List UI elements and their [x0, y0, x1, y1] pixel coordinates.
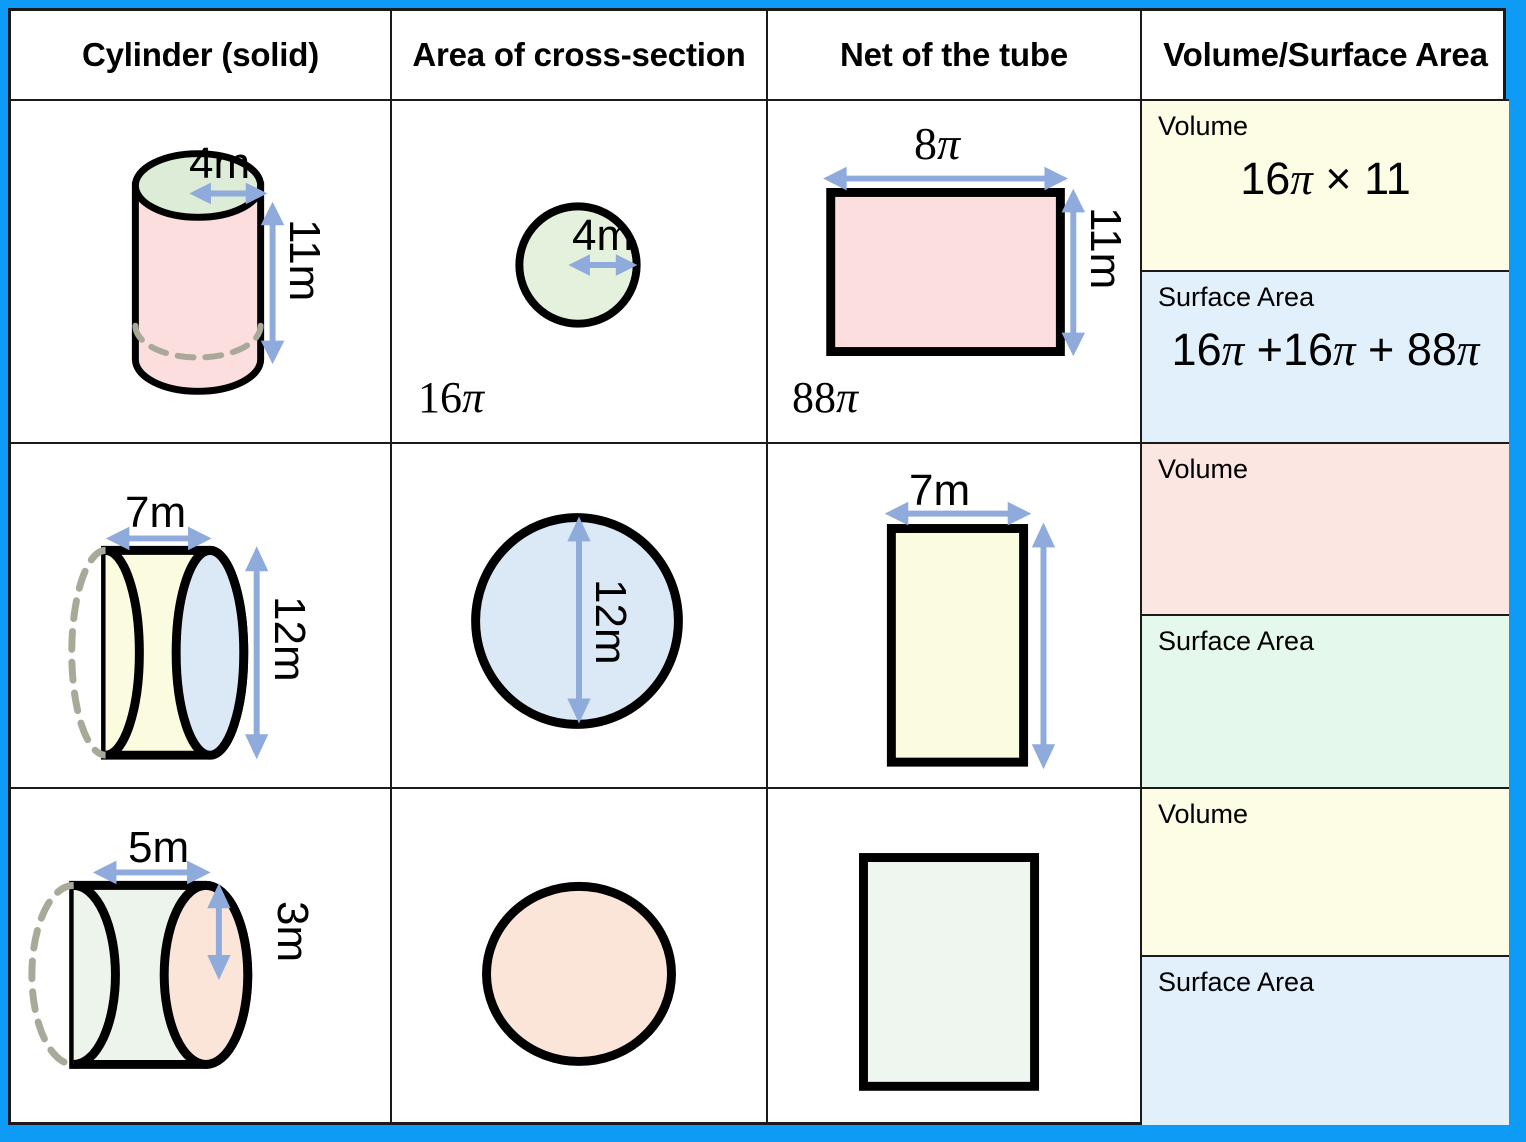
header-volume-surface-area: Volume/Surface Area	[1142, 11, 1509, 101]
volume-value: 16π × 11	[1240, 153, 1411, 204]
row-3-net-cell	[768, 789, 1142, 1125]
pi-symbol: π	[937, 118, 961, 169]
surface-area-label: Surface Area	[1158, 281, 1315, 312]
header-net-of-the-tube: Net of the tube	[768, 11, 1142, 101]
header-label: Net of the tube	[840, 36, 1068, 73]
row-2-volume-surface-cell: Volume Surface Area	[1142, 444, 1509, 789]
pi-symbol: π	[462, 373, 485, 422]
header-label: Area of cross-section	[412, 36, 746, 73]
cross-section-answer: 16π	[418, 373, 485, 422]
cross-section-radius-label: 4m	[572, 211, 634, 260]
net-rectangle-diagram	[768, 101, 1140, 442]
volume-box[interactable]: Volume	[1142, 444, 1509, 616]
row-1-volume-surface-cell: Volume 16π × 11 Surface Area 16π +16π + …	[1142, 101, 1509, 444]
volume-label: Volume	[1158, 799, 1249, 829]
row-3-cylinder-cell: 5m 3m	[11, 789, 392, 1125]
cylinder-width-label: 5m	[128, 823, 190, 872]
row-1-cylinder-cell: 4m 11m	[11, 101, 392, 444]
cross-section-circle-diagram	[392, 101, 766, 442]
cylinder-height-label: 11m	[280, 219, 329, 302]
surface-area-label: Surface Area	[1158, 625, 1315, 656]
cylinder-radius-label: 4m	[189, 139, 251, 188]
row-1-net-cell: 8π 11m 88π	[768, 101, 1142, 444]
cylinder-width-label: 7m	[125, 488, 187, 537]
cross-section-circle-diagram	[392, 444, 766, 787]
cylinder-diagram-horizontal	[11, 789, 390, 1125]
cylinder-height-label: 12m	[265, 596, 314, 682]
cylinder-height-label: 3m	[268, 901, 317, 963]
surface-area-box[interactable]: Surface Area	[1142, 957, 1509, 1125]
net-width-label: 8π	[914, 118, 961, 169]
net-width-label: 7m	[909, 466, 971, 515]
row-2-net-cell: 7m	[768, 444, 1142, 789]
surface-area-label: Surface Area	[1158, 967, 1315, 997]
volume-box[interactable]: Volume 16π × 11	[1142, 101, 1509, 272]
volume-label: Volume	[1158, 454, 1249, 484]
net-height-label: 11m	[1081, 207, 1130, 290]
net-answer: 88π	[792, 373, 859, 422]
row-2-cylinder-cell: 7m 12m	[11, 444, 392, 789]
cylinder-worksheet-table: Cylinder (solid) Area of cross-section N…	[8, 8, 1509, 1125]
row-3-cross-section-cell	[392, 789, 768, 1125]
surface-area-value: 16π +16π + 88π	[1171, 323, 1480, 375]
row-2-cross-section-cell: 12m	[392, 444, 768, 789]
header-cylinder-solid: Cylinder (solid)	[11, 11, 392, 101]
header-area-of-cross-section: Area of cross-section	[392, 11, 768, 101]
pi-symbol: π	[836, 373, 859, 422]
header-label: Cylinder (solid)	[82, 36, 319, 73]
volume-label: Volume	[1158, 111, 1249, 141]
header-label: Volume/Surface Area	[1163, 36, 1488, 73]
volume-box[interactable]: Volume	[1142, 789, 1509, 957]
surface-area-box[interactable]: Surface Area 16π +16π + 88π	[1142, 271, 1509, 442]
pi-symbol: π	[1333, 324, 1356, 375]
row-1-cross-section-cell: 4m 16π	[392, 101, 768, 444]
pi-symbol: π	[1221, 324, 1245, 375]
pi-symbol: π	[1456, 324, 1480, 375]
cross-section-circle-diagram	[392, 789, 766, 1125]
net-rectangle-diagram	[768, 789, 1140, 1125]
net-rectangle-diagram	[768, 444, 1140, 787]
row-3-volume-surface-cell: Volume Surface Area	[1142, 789, 1509, 1125]
surface-area-box[interactable]: Surface Area	[1142, 615, 1509, 787]
cylinder-diagram-horizontal	[11, 444, 390, 787]
cross-section-diameter-label: 12m	[586, 579, 635, 665]
pi-symbol: π	[1290, 154, 1313, 204]
cylinder-diagram-vertical	[11, 101, 390, 442]
